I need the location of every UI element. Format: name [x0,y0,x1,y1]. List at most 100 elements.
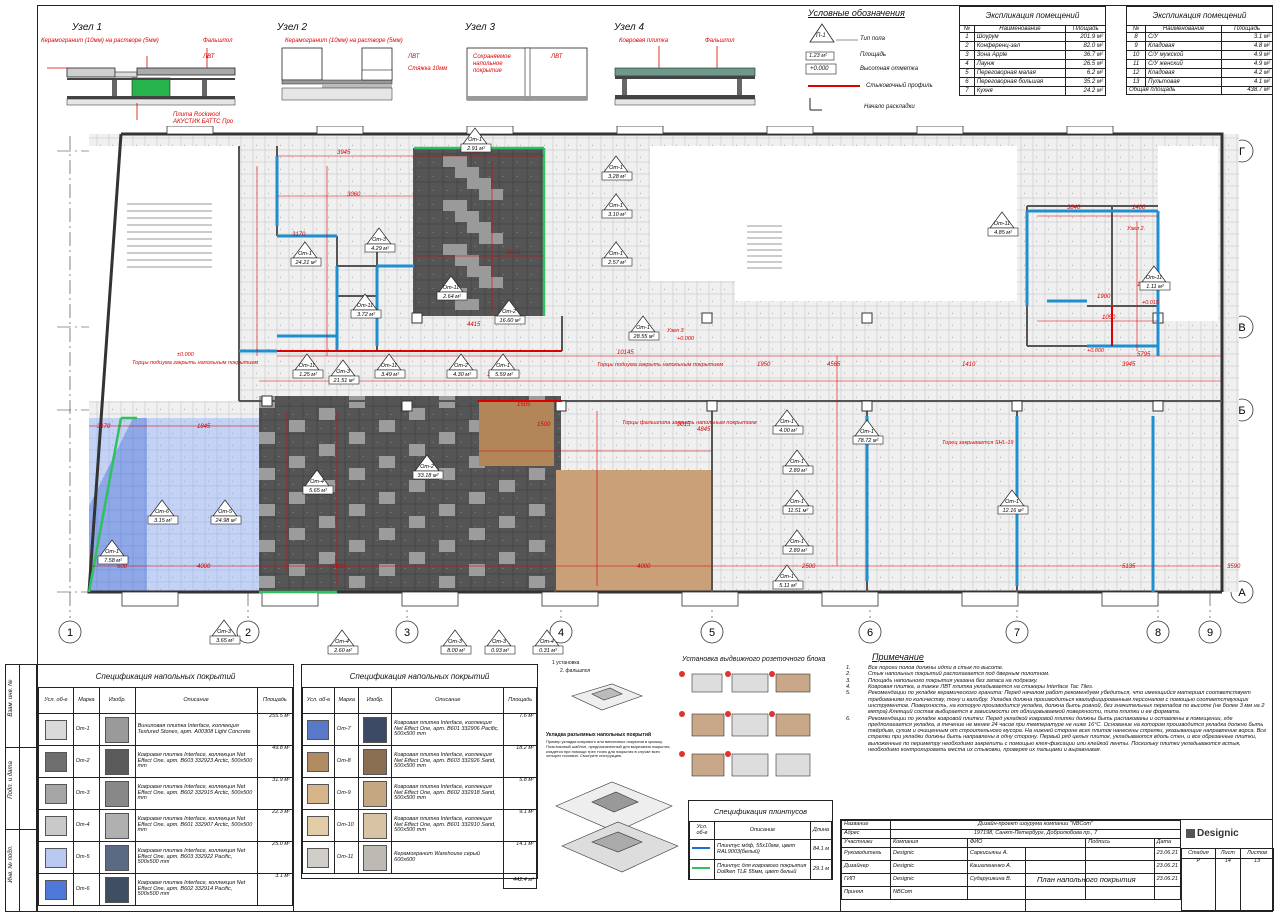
window [401,591,459,607]
spec-2-image [358,745,393,778]
floor-type-tag: От-12.89 м² [782,529,814,555]
spec-1-symbol [38,713,74,746]
tag-type: От-1 [780,574,794,580]
install-desc: Пример укладки коврового или виниловых п… [546,739,671,759]
spec-table-1-wrap: Спецификация напольных покрытий Усл. об-… [37,664,294,912]
spec-1-image [99,745,136,778]
node-2-label-1: Керамогранит (10мм) на растворе (5мм) [285,38,403,44]
tag-area-box [374,369,406,379]
axis-label: 2 [245,627,251,639]
spec-1-title: Спецификация напольных покрытий [95,672,236,681]
spec-2-image [358,777,393,810]
node-4-label-1: Ковровая плитка [619,38,669,44]
material-sample-icon [363,748,388,775]
node-1-label-5: АКУСТИК БАТТС Про [173,119,234,125]
tag-area-box [852,435,884,445]
explication-1-cell: Переговорная большая [973,77,1067,88]
stamp-person-cell: Руководитель [841,847,891,861]
tag-type: От-1 [1005,499,1019,505]
note-number: 5. [846,690,851,697]
axis-label: 3 [404,627,410,639]
stamp-person-cell: ГИП [841,873,891,887]
spec-2-area: 5.8 м² [503,777,537,810]
node-4-label-2: Фальшпол [705,38,735,44]
carpet-tile [289,492,305,504]
material-sample-icon [105,876,130,903]
axis-bubble [549,620,573,644]
floor-type-tag: От-113.72 м² [350,293,382,319]
floor-type-tag: От-63.15 м² [147,499,179,525]
tag-area-box [292,369,324,379]
core-area [650,146,735,281]
tag-area: 3.72 м² [357,312,375,318]
note-number: 1. [846,665,851,671]
carpet-tile [259,468,275,480]
dimension-text: 2015 [506,250,521,256]
dimension-text: 4845 [697,427,711,433]
axis-bubble [1146,620,1170,644]
spec-2-image [358,841,393,874]
explication-1-cell: 201.9 м² [1065,32,1106,43]
material-sample-icon [105,748,130,775]
carpet-tile [499,480,515,492]
tag-type: От-4 [310,479,324,485]
floor-type-tag: От-112.16 м² [997,489,1029,515]
explication-1-cell: 6 [959,77,975,88]
carpet-tile [439,576,455,588]
carpet-tile [409,552,425,564]
explication-1-cell: 3 [959,50,975,61]
note-text: Все пороги полов должны идти в стык по в… [868,665,1004,671]
tag-area-box [210,515,242,525]
carpet-tile [455,299,479,310]
window [766,125,814,135]
node-1-label-4: Плита Rockwool [173,112,221,118]
carpet-tile [499,552,515,564]
legend-level-example: +0.000 [810,66,829,72]
stage-value: 13 [1240,858,1274,911]
spec-2-header: Площадь [503,687,537,714]
floor-type-tag: От-42.60 м² [327,629,359,655]
carpet-tile [379,420,395,432]
swatch-icon [44,815,67,836]
notes-title: Примечание [872,652,924,662]
carpet-tile [409,480,425,492]
tag-area-box [350,309,382,319]
explication-1-cell: Зона Apple [973,50,1067,61]
stamp-people-header: Подпись [1085,838,1155,848]
stamp-person-cell [1153,886,1182,900]
side-stamp: Взам. инв. № Подп. и дата Инв. № подл. [5,664,37,912]
plinth-symbol [688,839,716,860]
stage-value: Р [1181,858,1216,911]
plinth-length: 29.1 м [809,859,833,880]
explication-1-header: № [959,24,975,34]
carpet-tile [319,444,335,456]
stamp-person-cell: Designic [890,847,968,861]
plan-note: Узел 3 [666,328,684,334]
carpet-tile [439,504,455,516]
column [1152,400,1164,412]
stamp-name-label: Название [841,820,891,830]
tag-type: От-3 [372,237,387,243]
note-item: 2.Стык напольных покрытий располагается … [846,671,1270,677]
note-item: 1. Все пороги полов должны идти в стык по… [846,665,1270,671]
spec-2-symbol [302,745,335,778]
floor-type-tag: От-113.49 м² [374,353,406,379]
spec-2-area: 18.2 м² [503,745,537,778]
spec-2-desc: Керамогранит Warehouse серый 600x600 [391,841,505,874]
spec-1-desc: Ковровая плитка Interface, коллекция Net… [134,777,258,810]
tag-area-box [440,645,472,655]
spec-2-total: 442.4 м² [503,873,537,889]
node-2-title: Узел 2 [277,22,308,33]
column [861,400,873,412]
